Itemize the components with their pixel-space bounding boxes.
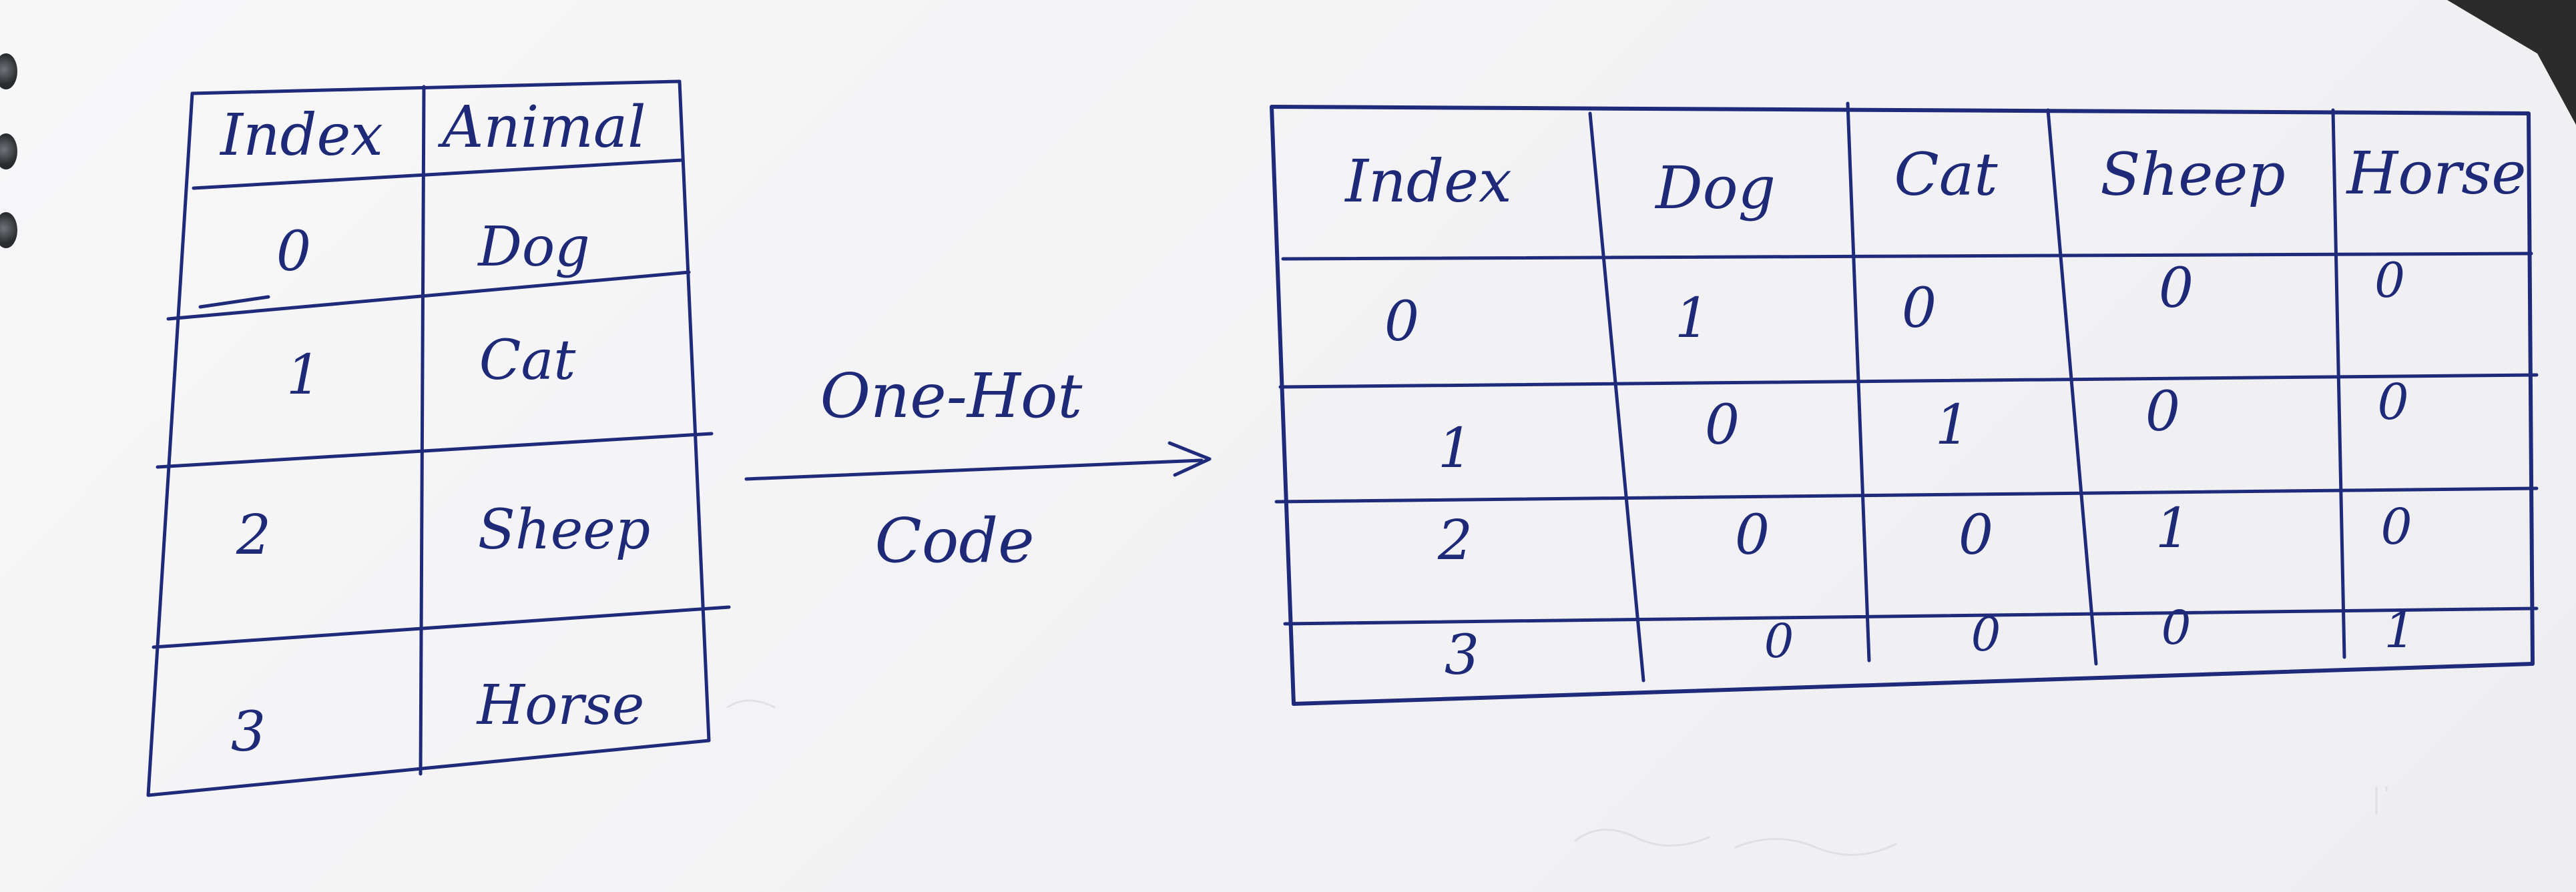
right-table-row-line: [1278, 373, 2539, 389]
right-table-header-dog: Dog: [1654, 153, 1776, 222]
left-table-stray-mark: [198, 295, 270, 309]
left-table-row-line: [156, 432, 714, 469]
right-table-cell: 0: [2159, 257, 2194, 320]
left-table-cell: Cat: [479, 329, 577, 392]
binder-hole-top: [0, 53, 17, 89]
right-table-row-line: [1274, 486, 2539, 504]
right-table-row-line: [1283, 606, 2539, 626]
right-table-header-index: Index: [1344, 147, 1511, 215]
left-table-header-index: Index: [219, 102, 383, 169]
right-table-cell: 0: [1384, 290, 1419, 354]
right-table-cell: 3: [1445, 624, 1479, 687]
right-table-cell: 1: [2384, 602, 2415, 659]
right-table-cell: 0: [2374, 252, 2405, 308]
left-table: Index Animal 0 Dog 1 Cat 2 Sheep 3 Horse: [146, 79, 731, 797]
arrow-head-icon: [1168, 441, 1212, 477]
left-table-cell: 1: [286, 344, 321, 407]
right-table-cell: 0: [1764, 614, 1794, 668]
right-table-column-divider: [2046, 108, 2098, 666]
arrow-label-bottom: Code: [874, 505, 1034, 576]
right-table-column-divider: [1588, 111, 1645, 683]
right-table: Index Dog Cat Sheep Horse 0 1 0 0 0 1 0 …: [1270, 101, 2539, 706]
right-table-cell: 1: [1675, 287, 1710, 350]
right-table-header-cat: Cat: [1894, 140, 1998, 209]
right-table-cell: 0: [2380, 498, 2412, 556]
right-table-cell: 0: [1971, 607, 2001, 662]
right-table-row-line: [1281, 252, 2533, 261]
right-table-cell: 0: [1902, 277, 1937, 340]
one-hot-arrow: One-Hot Code: [744, 360, 1212, 576]
right-table-cell: 1: [1935, 394, 1970, 457]
right-table-cell: 2: [1437, 509, 1473, 572]
binder-hole-middle: [0, 133, 17, 169]
right-table-cell: 0: [1735, 504, 1770, 567]
left-table-cell: Dog: [477, 215, 590, 279]
left-table-row-line: [166, 270, 691, 321]
left-table-cell: Sheep: [478, 498, 651, 562]
left-table-cell: Horse: [476, 674, 645, 737]
right-table-cell: 1: [1438, 417, 1473, 480]
right-table-cell: 1: [2155, 497, 2190, 560]
left-table-row-line: [152, 605, 731, 649]
right-table-cell: 0: [2145, 380, 2180, 444]
bleed-through-marks: [726, 699, 2388, 856]
left-table-cell: 3: [231, 701, 266, 764]
left-table-border: [146, 79, 711, 797]
right-table-cell: 0: [1959, 504, 1993, 567]
right-table-cell: 0: [2161, 600, 2192, 655]
left-table-cell: 2: [236, 504, 271, 567]
right-table-cell: 0: [1705, 394, 1740, 457]
right-table-header-horse: Horse: [2345, 139, 2526, 207]
right-table-cell: 0: [2377, 374, 2408, 431]
left-table-header-animal: Animal: [437, 94, 646, 161]
left-table-column-divider: [419, 85, 426, 776]
binder-hole-bottom: [0, 212, 17, 248]
right-table-column-divider: [2331, 108, 2346, 659]
left-table-row-line: [192, 158, 684, 190]
right-table-border: [1270, 105, 2535, 706]
right-table-header-sheep: Sheep: [2100, 140, 2285, 209]
left-table-cell: 0: [276, 220, 311, 284]
arrow-label-top: One-Hot: [820, 360, 1083, 432]
arrow-shaft: [744, 458, 1204, 481]
